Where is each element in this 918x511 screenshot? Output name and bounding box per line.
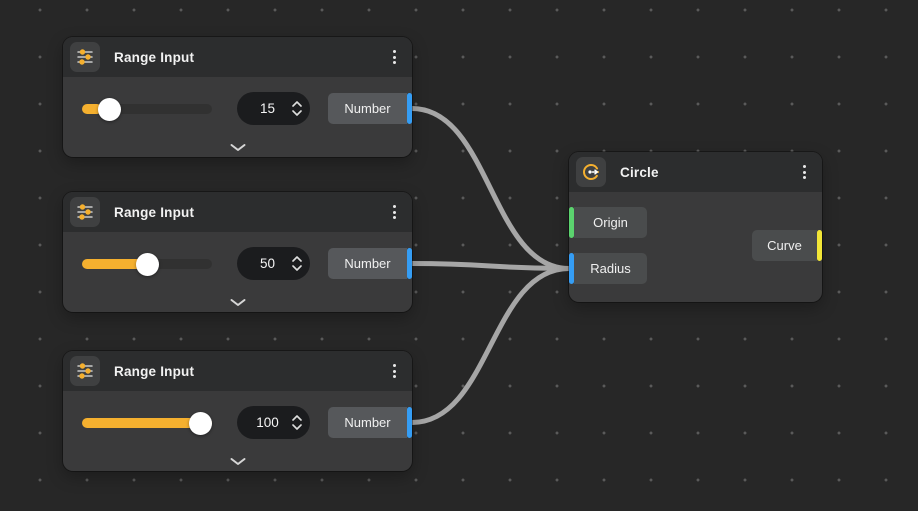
node-title: Circle: [620, 164, 659, 180]
circle-radius-icon: [576, 157, 606, 187]
node-header[interactable]: Range Input: [63, 37, 412, 77]
node-range-input-3[interactable]: Range Input 100 Number: [63, 351, 412, 471]
node-title: Range Input: [114, 49, 195, 65]
stepper-up-icon: [292, 256, 302, 262]
slider-handle[interactable]: [189, 411, 212, 435]
port-label: Radius: [574, 253, 647, 284]
port-label: Curve: [752, 230, 817, 261]
wire-range3-to-radius[interactable]: [409, 266, 572, 425]
input-port-radius: Radius: [569, 253, 647, 284]
port-connector-number[interactable]: [407, 93, 412, 124]
kebab-menu-icon[interactable]: [801, 161, 808, 183]
node-title: Range Input: [114, 363, 195, 379]
port-connector-number[interactable]: [407, 407, 412, 438]
stepper-down-icon: [292, 265, 302, 271]
number-input[interactable]: 50: [237, 247, 310, 280]
number-input[interactable]: 15: [237, 92, 310, 125]
port-label: Number: [328, 407, 407, 438]
node-title: Range Input: [114, 204, 195, 220]
node-circle[interactable]: Circle Origin Curve Radius: [569, 152, 822, 302]
sliders-icon: [70, 197, 100, 227]
stepper-arrows[interactable]: [292, 101, 302, 116]
slider-fill: [82, 104, 102, 114]
stepper-arrows[interactable]: [292, 415, 302, 430]
output-port-curve: Curve: [752, 230, 822, 261]
stepper-down-icon: [292, 110, 302, 116]
stepper-up-icon: [292, 415, 302, 421]
port-connector-curve[interactable]: [817, 230, 822, 261]
range-slider[interactable]: [82, 91, 212, 127]
stepper-arrows[interactable]: [292, 256, 302, 271]
slider-fill: [82, 259, 147, 269]
port-connector-origin[interactable]: [569, 207, 574, 238]
port-label: Number: [328, 248, 407, 279]
sliders-icon: [70, 42, 100, 72]
chevron-down-icon[interactable]: [227, 455, 248, 468]
output-port-number: Number: [328, 248, 412, 279]
slider-handle[interactable]: [135, 252, 159, 276]
port-connector-radius[interactable]: [569, 253, 574, 284]
node-body: 15 Number: [63, 77, 412, 157]
node-header[interactable]: Circle: [569, 152, 822, 192]
wire-range2-to-radius[interactable]: [409, 261, 572, 271]
node-body: Origin Curve Radius: [569, 192, 822, 302]
number-input-value: 50: [259, 256, 276, 271]
number-input[interactable]: 100: [237, 406, 310, 439]
chevron-down-icon[interactable]: [227, 141, 248, 154]
kebab-menu-icon[interactable]: [391, 201, 398, 223]
slider-fill: [82, 418, 212, 428]
wire-range1-to-radius[interactable]: [409, 106, 572, 271]
port-connector-number[interactable]: [407, 248, 412, 279]
range-slider[interactable]: [82, 246, 212, 282]
kebab-menu-icon[interactable]: [391, 46, 398, 68]
slider-track[interactable]: [82, 104, 212, 114]
output-port-number: Number: [328, 93, 412, 124]
node-range-input-2[interactable]: Range Input 50 Number: [63, 192, 412, 312]
chevron-down-icon[interactable]: [227, 296, 248, 309]
stepper-up-icon: [292, 101, 302, 107]
sliders-icon: [70, 356, 100, 386]
port-label: Number: [328, 93, 407, 124]
node-range-input-1[interactable]: Range Input 15 Number: [63, 37, 412, 157]
input-port-origin: Origin: [569, 207, 647, 238]
port-label: Origin: [574, 207, 647, 238]
node-header[interactable]: Range Input: [63, 192, 412, 232]
range-slider[interactable]: [82, 405, 212, 441]
slider-handle[interactable]: [98, 97, 122, 121]
node-header[interactable]: Range Input: [63, 351, 412, 391]
node-body: 100 Number: [63, 391, 412, 471]
kebab-menu-icon[interactable]: [391, 360, 398, 382]
output-port-number: Number: [328, 407, 412, 438]
stepper-down-icon: [292, 424, 302, 430]
node-body: 50 Number: [63, 232, 412, 312]
number-input-value: 100: [256, 415, 279, 430]
number-input-value: 15: [259, 101, 276, 116]
